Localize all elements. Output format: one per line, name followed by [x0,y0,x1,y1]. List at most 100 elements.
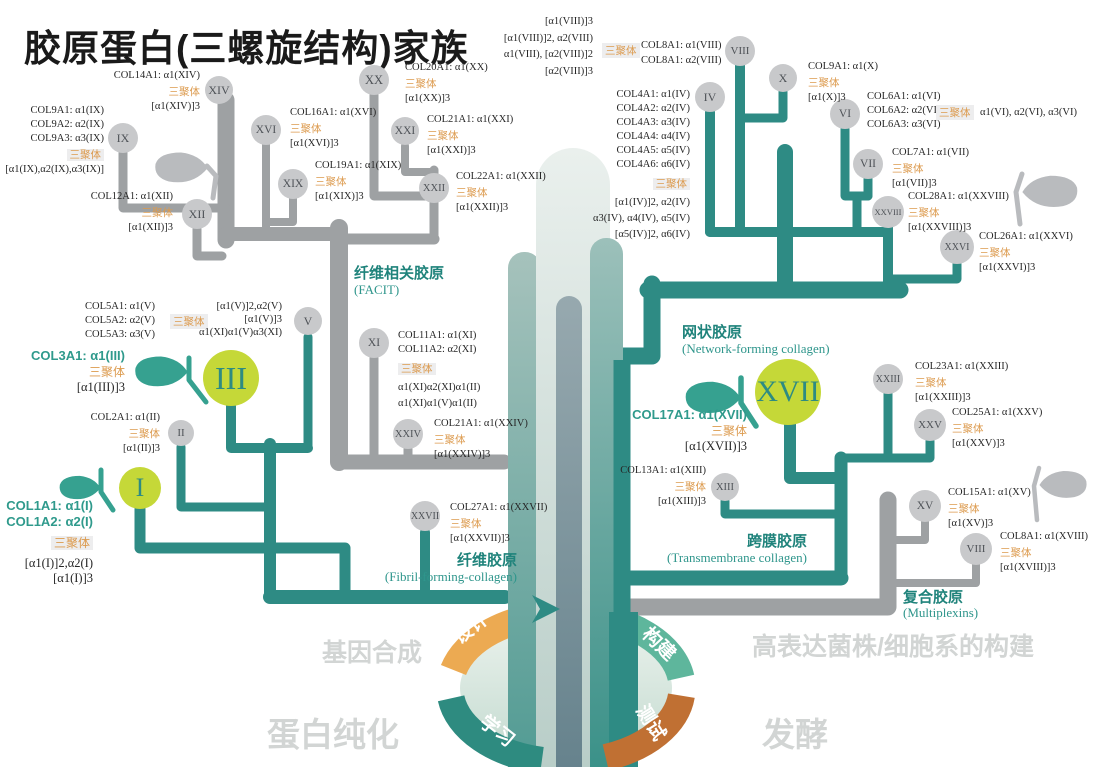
trimer-line: 三聚体 [31,365,125,379]
trimer-line: 三聚体 [808,75,878,90]
gene-line: COL26A1: α1(XXVI) [979,231,1073,242]
gene-line: COL9A3: α3(IX) [30,133,104,144]
formula-line: [α1(IX),α2(IX),α3(IX)] [5,164,104,175]
gene-line: COL1A1: α1(I) [6,498,93,513]
section-network-en: (Network-forming collagen) [682,341,830,356]
page-title: 胶原蛋白(三螺旋结构)家族 [24,28,469,69]
trimer-line: 三聚体 [398,361,480,376]
node-viii_top: VIII [725,36,755,66]
formula-line: [α1(XXIII)]3 [915,392,971,403]
trimer-label: 三聚体 [602,43,640,58]
trimer-label: 三聚体 [405,78,437,90]
gene-line: COL14A1: α1(XIV) [113,70,200,81]
node-vi: VI [830,99,860,129]
trimer-line: 三聚体 [450,516,547,531]
trimer-line: 三聚体 [915,375,1008,390]
trimer-label: 三聚体 [948,503,980,515]
trimer-label: 三聚体 [808,77,840,89]
node-x-labels: COL9A1: α1(X)三聚体[α1(X)]3 [808,60,878,104]
formula-line: [α5(IV)]2, α6(IV) [614,229,690,240]
formula-line: [α1(XIX)]3 [315,191,364,202]
formula-line: [α1(XXII)]3 [456,202,509,213]
gene-line: COL23A1: α1(XXIII) [915,361,1009,372]
trimer-line: 三聚体 [948,501,1031,516]
trunk-bar-slate [556,296,582,767]
section-transmembrane-en: (Transmembrane collagen) [667,550,807,565]
node-xvi: XVI [251,115,281,145]
gene-line: COL4A4: α4(IV) [616,131,690,142]
node-vi-genes: COL6A1: α1(VI)COL6A2: α2(VI)COL6A3: α3(V… [867,90,940,132]
trimer-label: 三聚体 [170,314,208,329]
node-ii: II [168,420,194,446]
gene-line: COL9A1: α1(IX) [30,105,104,116]
trimer-label: 三聚体 [50,536,93,550]
formula-line: [α1(V)]3 [244,314,282,325]
gene-line: COL8A1: α2(VIII) [641,55,722,66]
cycle-arc-test [602,692,695,767]
gene-line: COL21A1: α1(XXI) [427,114,514,125]
node-xiii-labels: COL13A1: α1(XIII)三聚体[α1(XIII)]3 [620,464,706,508]
node-ix-labels: COL9A1: α1(IX) COL9A2: α2(IX) COL9A3: α3(I… [5,104,104,176]
section-multiplexin-zh: 复合胶原 [903,589,964,606]
section-fibril-zh: 纤维胶原 [456,552,517,569]
formula-line: [α1(XXI)]3 [427,145,476,156]
trimer-label: 三聚体 [427,130,459,142]
trimer-label: 三聚体 [128,428,161,440]
node-xviii: VIII [960,533,992,565]
trimer-line: 三聚体 [979,245,1073,260]
trimer-line: 三聚体 [456,185,546,200]
node-i-labels: COL1A1: α1(I)COL1A2: α2(I)三聚体[α1(I)]2,α2… [6,498,93,586]
formula-line: [α1(XVI)]3 [290,138,339,149]
node-xvi-labels: COL16A1: α1(XVI)三聚体[α1(XVI)]3 [290,106,376,150]
trimer-line: 三聚体 [434,432,528,447]
gene-line: COL6A3: α3(VI) [867,119,941,130]
gene-line: COL11A2: α2(XI) [398,344,477,355]
formula-line: [α2(VIII)]3 [544,65,593,77]
formula-line: [α1(XXVIII)]3 [908,222,972,233]
gene-line: COL13A1: α1(XIII) [620,465,706,476]
trimer-label: 三聚体 [290,123,322,135]
trimer-line: 三聚体 [5,147,104,162]
branch-teal-right [613,59,962,621]
trimer-line: 三聚体 [290,121,376,136]
leaf-teal-iii-icon [135,355,209,405]
node-v-genes: COL5A1: α1(V)COL5A2: α2(V)COL5A3: α3(V) [85,300,155,342]
formula-line: [α1(XIV)]3 [151,101,200,112]
node-ii-labels: COL2A1: α1(II)三聚体[α1(II)]3 [91,411,160,455]
trimer-line: 三聚体 [405,76,488,91]
flow-arrow-icon [532,595,560,623]
formula-line: [α1(XXVII)]3 [450,533,510,544]
bg-label-fermentation: 发酵 [762,716,828,753]
trimer-line: 三聚体 [91,205,174,220]
trimer-label: 三聚体 [1000,547,1032,559]
gene-line: COL8A1: α1(XVIII) [1000,531,1089,542]
gene-line: COL20A1: α1(XX) [405,62,488,73]
leaf-gray-top-left-icon [155,152,219,201]
trimer-label: 三聚体 [915,377,947,389]
section-facit-zh: 纤维相关胶原 [354,265,445,282]
formula-line: α1(VI), α2(VI), α3(VI) [980,107,1077,118]
node-xxi: XXI [391,117,419,145]
gene-line: COL7A1: α1(VII) [892,147,969,158]
trimer-label: 三聚体 [652,178,690,190]
node-vi-formulas: α1(VI), α2(VI), α3(VI) [980,106,1077,119]
formula-line: α1(XI)α2(XI)α1(II) [398,382,481,393]
gene-line: COL5A2: α2(V) [85,315,155,326]
gene-line: COL2A1: α1(II) [90,412,160,423]
gene-line: COL27A1: α1(XXVII) [450,502,548,513]
formula-line: α3(IV), α4(IV), α5(IV) [593,213,690,224]
node-viii_top-formulas: [α1(VIII)]3[α1(VIII)]2, α2(VIII)α1(VIII)… [504,14,593,80]
formula-line: [α1(XVIII)]3 [1000,562,1056,573]
node-xii: XII [182,199,212,229]
trimer-line: 三聚体 [427,128,513,143]
trimer-line: 三聚体 [593,176,690,191]
gene-line: COL9A2: α2(IX) [30,119,104,130]
node-xxiii: XXIII [873,364,903,394]
node-iv-labels: COL4A1: α1(IV)COL4A2: α2(IV)COL4A3: α3(I… [593,88,690,243]
formula-line: [α1(XXV)]3 [952,438,1005,449]
trimer-label: 三聚体 [674,481,707,493]
formula-line: [α1(XXVI)]3 [979,262,1036,273]
